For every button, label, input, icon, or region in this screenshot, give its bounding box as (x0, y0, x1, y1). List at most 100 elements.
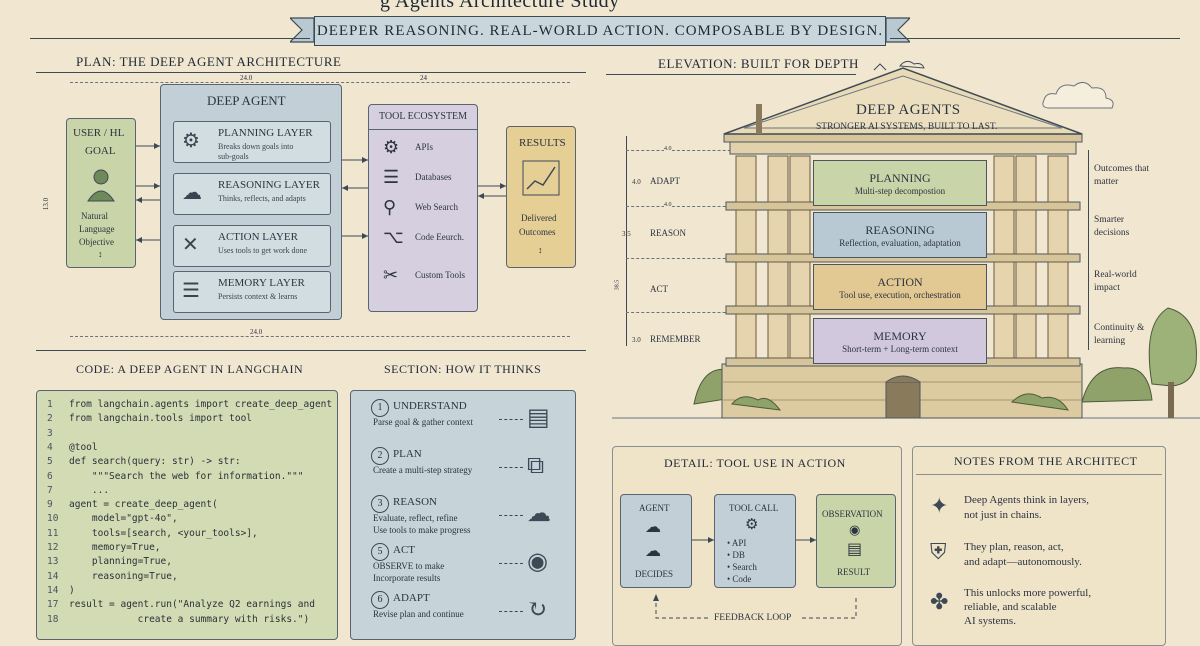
observation-box: OBSERVATION ◉ ▤ RESULT (816, 494, 896, 588)
deep-agent-title: DEEP AGENT (207, 93, 286, 108)
notes-axis (1088, 150, 1089, 350)
code-line: 4@tool (47, 441, 98, 453)
tool-item: Code Eeurch. (415, 232, 464, 242)
step-number: 6 (371, 591, 389, 609)
code-icon: ⌥ (383, 227, 404, 247)
note-text: They plan, reason, act,and adapt—autonom… (964, 541, 1082, 568)
brain-icon: ☁ (527, 499, 551, 527)
user-caption-1: Natural (81, 211, 108, 221)
gear-icon: ⚙ (383, 137, 400, 157)
agent-caption: DECIDES (635, 569, 673, 579)
dim-top-b: 24 (420, 74, 427, 82)
code-line: 14 reasoning=True, (47, 570, 178, 582)
tool-call-items: • API• DB• Search• Code (727, 538, 757, 584)
code-line: 18 create a summary with risks.") (47, 613, 310, 625)
floor-planning: PLANNING Multi-step decompostion (813, 160, 987, 206)
level-line (626, 150, 746, 151)
level-dim: 4.0 (632, 178, 641, 186)
code-line: 11 tools=[search, <your_tools>], (47, 527, 258, 539)
cloud-icon (1042, 82, 1114, 109)
results-caption-1: Delivered (521, 213, 557, 223)
banner: DEEPER REASONING. REAL-WORLD ACTION. COM… (314, 16, 886, 46)
gear-icon: ⚙ (745, 515, 759, 533)
search-icon: ⚲ (383, 197, 397, 217)
code-line: 14) (47, 584, 75, 596)
tool-item: APIs (415, 142, 434, 152)
step-arrow (499, 515, 523, 516)
tool-item: Databases (415, 172, 452, 182)
flowchart-icon: ⧉ (527, 451, 545, 479)
banner-ribbon-ends (290, 17, 910, 43)
floor-title: ACTION (877, 275, 923, 289)
person-icon (87, 169, 115, 202)
tool-title-rule (369, 129, 477, 130)
brain-icon: ☁ (182, 180, 202, 204)
code-line: 13 planning=True, (47, 556, 172, 568)
elevation-header: ELEVATION: BUILT FOR DEPTH (658, 56, 859, 71)
note-text: Deep Agents think in layers,not just in … (964, 494, 1089, 521)
layer-title: REASONING LAYER (218, 179, 320, 191)
results-title: RESULTS (519, 137, 566, 149)
observation-title: OBSERVATION (822, 509, 883, 519)
step-desc: Revise plan and continue (373, 609, 464, 619)
code-header: CODE: A DEEP AGENT IN LANGCHAIN (76, 362, 304, 376)
code-line: 12 memory=True, (47, 542, 161, 553)
tool-call-box: TOOL CALL ⚙ • API• DB• Search• Code (714, 494, 796, 588)
tool-item: Web Search (415, 202, 459, 212)
layer-action: ✕ ACTION LAYER Uses tools to get work do… (173, 225, 331, 267)
step-arrow (499, 419, 523, 420)
step-arrow (499, 563, 523, 564)
tool-ecosystem-box: TOOL ECOSYSTEM ⚙ APIs ☰ Databases ⚲ Web … (368, 104, 478, 312)
floor-title: MEMORY (873, 329, 927, 343)
floor-title: PLANNING (869, 171, 931, 185)
agent-title: AGENT (639, 503, 670, 513)
user-caption-3: Objective (79, 237, 114, 247)
arrows-agent-tools (342, 157, 368, 239)
dim-top-a: 24.0 (240, 74, 253, 82)
floor-action: ACTION Tool use, execution, orchestratio… (813, 264, 987, 310)
plan-header-rule (36, 72, 586, 73)
floor-sub: Tool use, execution, orchestration (839, 290, 961, 300)
dim-line-bottom (70, 336, 570, 337)
results-box: RESULTS Delivered Outcomes ↕ (506, 126, 576, 268)
layer-desc: Uses tools to get work done (218, 246, 308, 255)
feedback-loop-label: FEEDBACK LOOP (714, 613, 792, 623)
agent-box: AGENT ☁ ☁ DECIDES (620, 494, 692, 588)
side-note: Continuity &learning (1094, 323, 1145, 346)
step-number: 1 (371, 399, 389, 417)
tool-item: Custom Tools (415, 270, 465, 280)
database-icon: ☰ (182, 278, 200, 302)
layer-memory: ☰ MEMORY LAYER Persists context & learns (173, 271, 331, 313)
floor-title: REASONING (865, 223, 935, 237)
results-arrow-icon: ↕ (538, 245, 543, 255)
step-desc: Incorporate results (373, 573, 441, 583)
step-title: REASON (393, 496, 438, 508)
shield-icon: ⛨ (930, 540, 947, 565)
feedback-loop-line (653, 594, 857, 619)
step-title: ACT (393, 544, 415, 556)
arrows-tools-results (478, 183, 506, 199)
brain-icon: ☁ (645, 541, 661, 560)
pediment-title: DEEP AGENTS (856, 102, 961, 118)
user-goal-box: USER / HL GOAL Natural Language Objectiv… (66, 118, 136, 268)
step-number: 2 (371, 447, 389, 465)
code-line: 7 ... (47, 484, 110, 496)
level-line (626, 258, 746, 259)
detail-arrows (692, 537, 816, 543)
layer-title: MEMORY LAYER (218, 277, 305, 289)
eye-icon: ◉ (849, 523, 861, 538)
step-title: PLAN (393, 448, 422, 460)
banner-rule-right (890, 38, 1180, 39)
refresh-icon: ↻ (527, 595, 548, 623)
step-desc: Create a multi-step strategy (373, 465, 473, 475)
step-arrow (499, 467, 523, 468)
user-title-1: USER / HL (73, 127, 125, 139)
step-desc: OBSERVE to make (373, 561, 445, 571)
